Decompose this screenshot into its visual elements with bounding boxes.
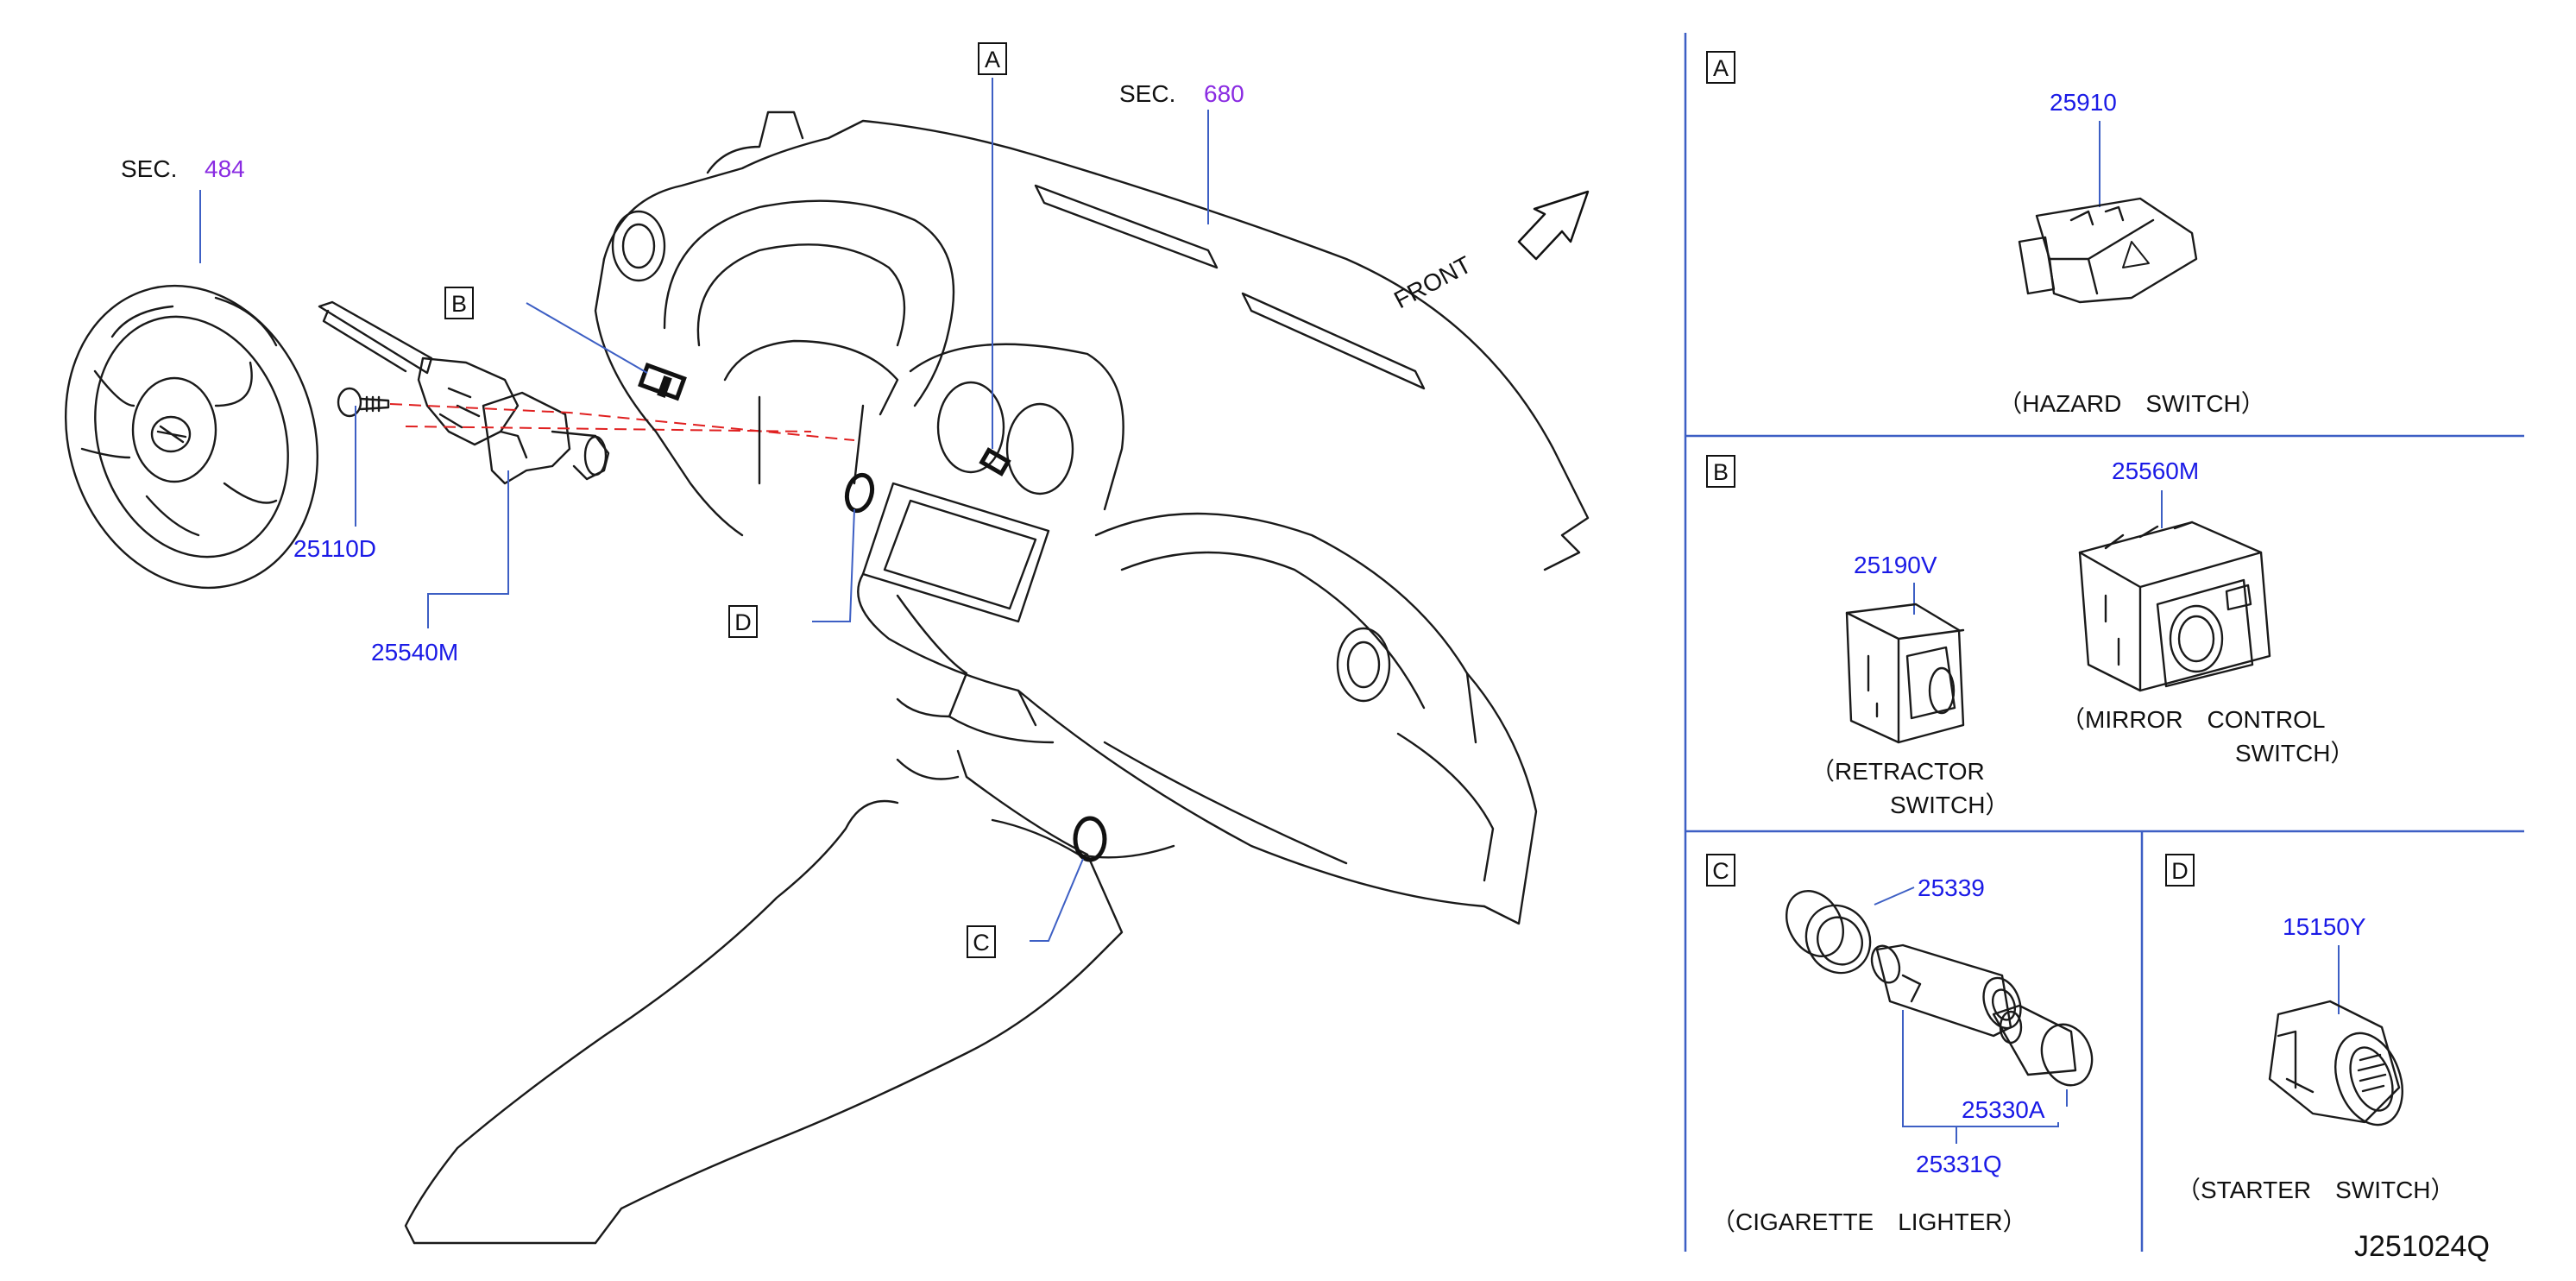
sec-680-prefix: SEC. — [1119, 80, 1175, 107]
front-arrow-icon — [1517, 190, 1590, 261]
main-leader-lines — [199, 78, 1209, 942]
part-25331q[interactable]: 25331Q — [1916, 1151, 2002, 1177]
hazard-switch-caption: （HAZARD SWITCH） — [1998, 390, 2265, 417]
retractor-switch-caption-line2: SWITCH） — [1890, 792, 2009, 818]
callout-b-letter: B — [451, 291, 467, 317]
main-view: SEC. 484 SEC. 680 FRONT A B C D 25110D 2… — [64, 42, 1590, 1245]
panel-c: C 25339 25330A — [1706, 854, 2094, 1235]
panel-b: B 25190V （RETRACTOR SWITCH） 25560M — [1706, 455, 2354, 818]
dashed-guide-lines — [389, 403, 855, 441]
mirror-switch-caption-line1: （MIRROR CONTROL — [2061, 706, 2325, 733]
sec-484-number[interactable]: 484 — [205, 155, 245, 182]
steering-wheel-drawing — [64, 284, 319, 590]
callout-a-letter: A — [985, 47, 1000, 73]
part-25339[interactable]: 25339 — [1918, 874, 1985, 901]
lighter-plug-drawing — [1992, 1004, 2094, 1087]
panel-a-letter: A — [1713, 55, 1729, 81]
lighter-socket-drawing — [1870, 943, 2022, 1038]
callout-d[interactable]: D — [728, 605, 758, 638]
starter-switch-caption: （STARTER SWITCH） — [2176, 1177, 2455, 1203]
sec-484-prefix: SEC. — [121, 155, 177, 182]
location-markers — [638, 362, 1107, 862]
part-25560m[interactable]: 25560M — [2112, 458, 2199, 484]
part-25910[interactable]: 25910 — [2050, 89, 2117, 116]
hazard-switch-drawing — [2018, 197, 2198, 304]
cigarette-lighter-caption: （CIGARETTE LIGHTER） — [1711, 1208, 2027, 1235]
front-label: FRONT — [1389, 251, 1476, 314]
panel-a: A 25910 （HAZARD SWITCH） — [1706, 51, 2265, 417]
panel-d-letter: D — [2171, 858, 2189, 884]
callout-d-letter: D — [734, 609, 752, 635]
sec-680-number[interactable]: 680 — [1204, 80, 1244, 107]
detail-panels: A 25910 （HAZARD SWITCH） B 25190V — [1684, 33, 2524, 1263]
part-15150y[interactable]: 15150Y — [2283, 913, 2366, 940]
starter-switch-drawing — [2268, 1000, 2403, 1126]
callout-c[interactable]: C — [967, 925, 996, 958]
retractor-switch-caption-line1: （RETRACTOR — [1811, 758, 1985, 785]
part-25540m[interactable]: 25540M — [371, 639, 458, 666]
part-25110d[interactable]: 25110D — [293, 535, 376, 562]
callout-b[interactable]: B — [444, 287, 474, 319]
panel-d: D 15150Y （STARTER SWITCH） — [2165, 854, 2455, 1203]
panel-b-letter: B — [1713, 459, 1729, 485]
combination-switch-drawing — [318, 300, 610, 485]
drawing-code: J251024Q — [2354, 1230, 2490, 1263]
callout-c-letter: C — [973, 930, 990, 956]
mirror-switch-caption-line2: SWITCH） — [2235, 740, 2354, 767]
panel-c-letter: C — [1712, 858, 1729, 884]
instrument-panel-drawing — [404, 110, 1590, 1245]
mirror-control-switch-drawing — [2078, 521, 2271, 692]
retractor-switch-drawing — [1845, 603, 1965, 744]
callout-a[interactable]: A — [978, 42, 1007, 75]
lighter-ring-drawing — [1786, 890, 1872, 975]
part-25330a[interactable]: 25330A — [1962, 1096, 2045, 1123]
part-25190v[interactable]: 25190V — [1854, 552, 1937, 578]
